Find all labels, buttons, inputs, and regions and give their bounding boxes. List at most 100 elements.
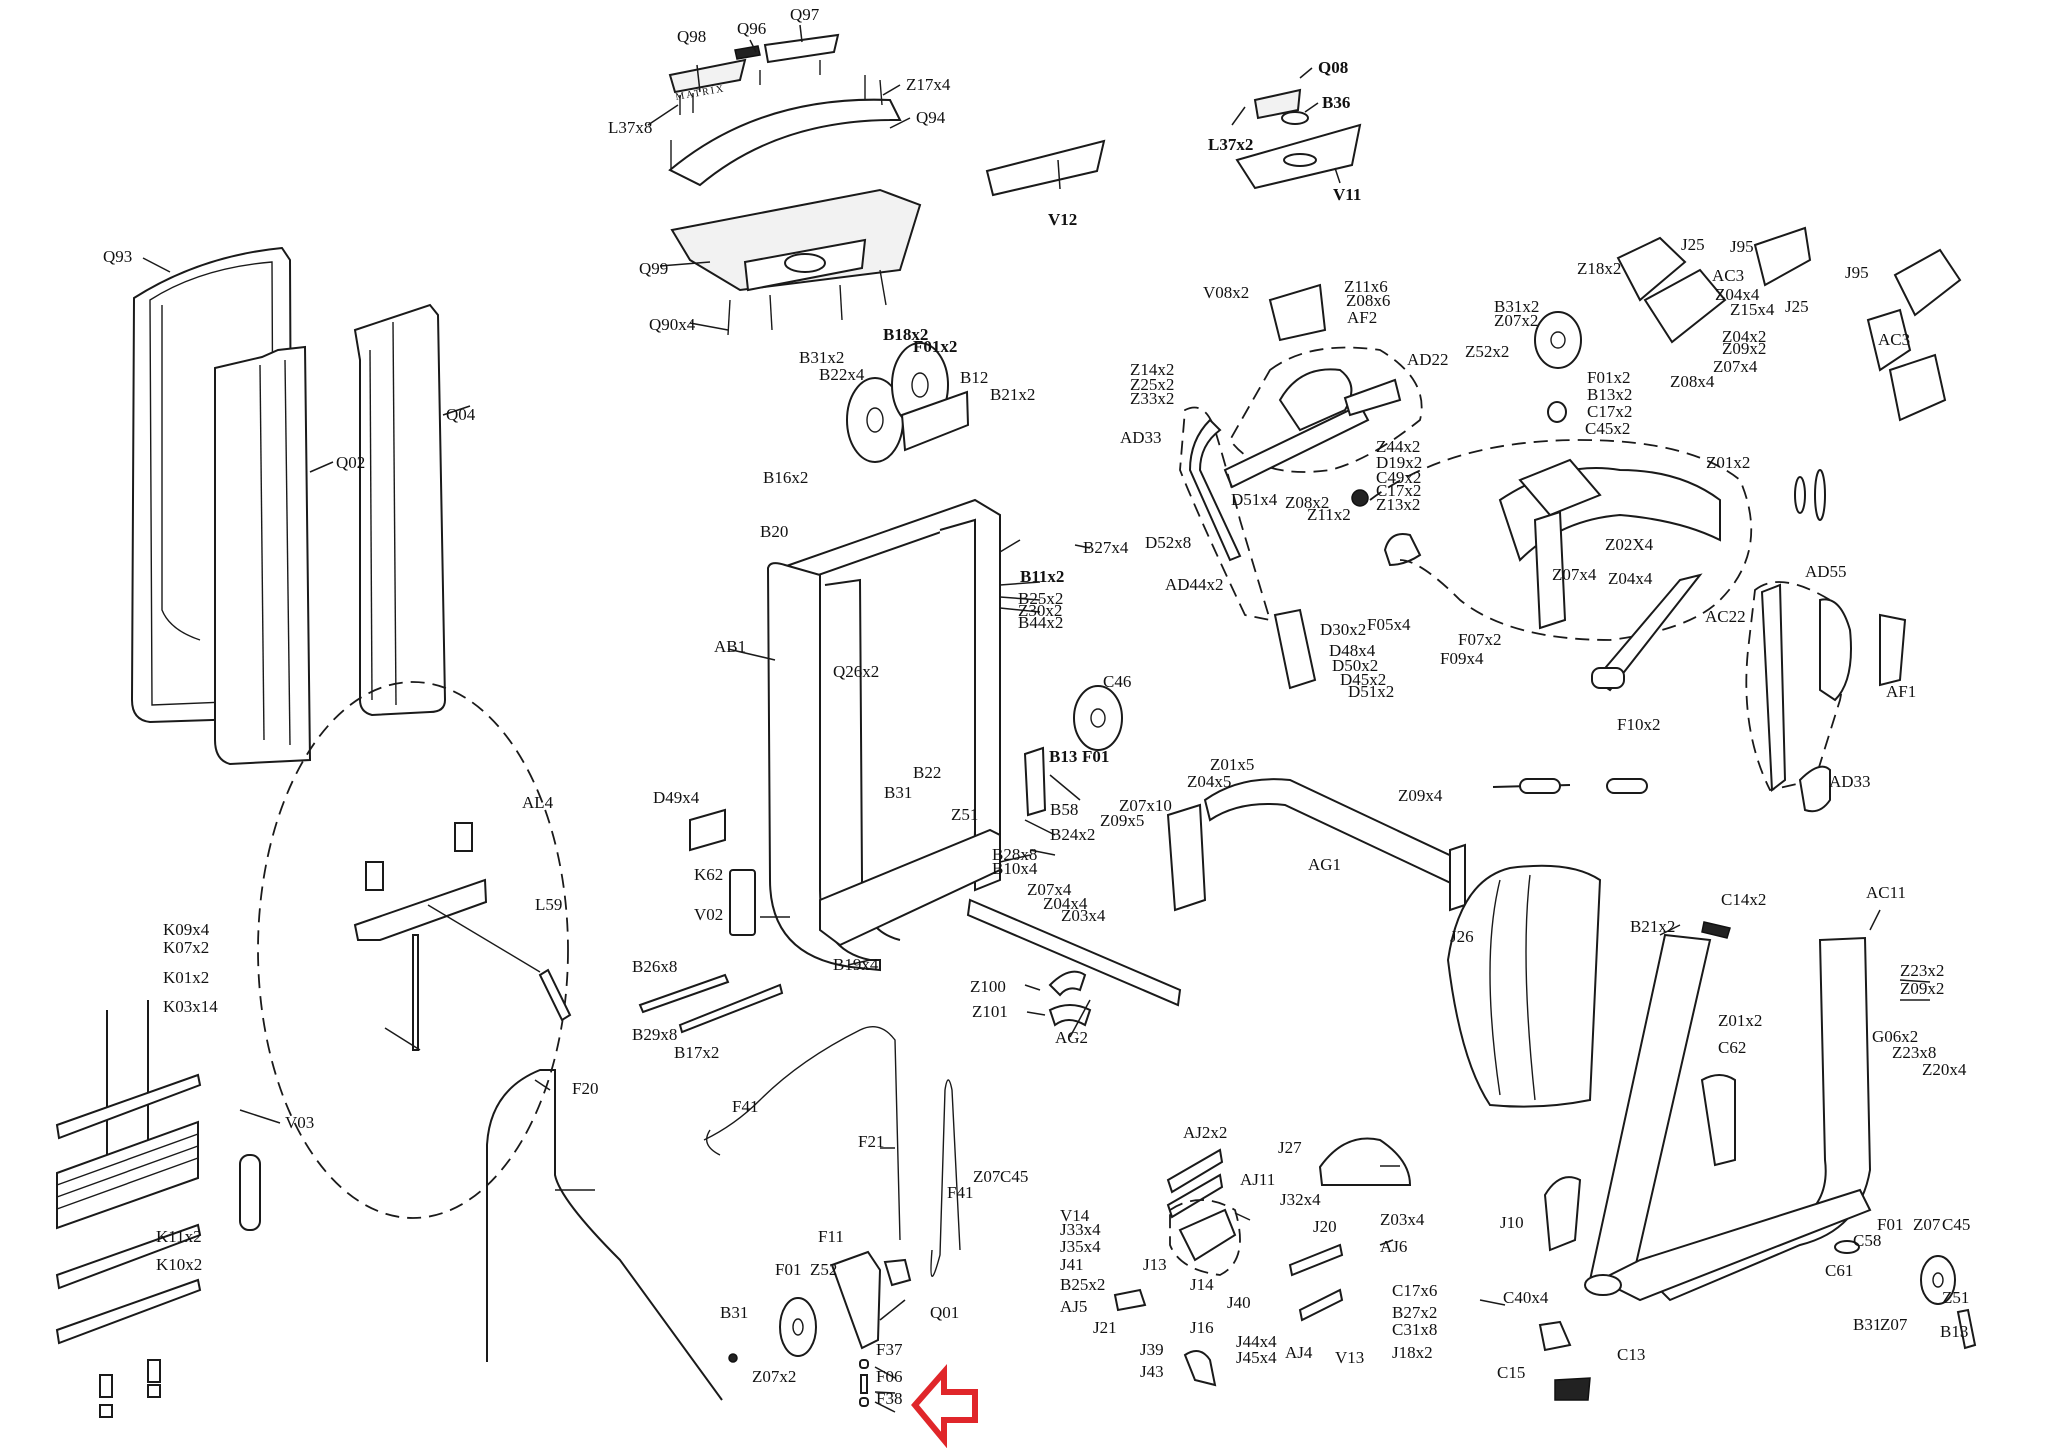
label-d19x2: D19x2	[1376, 453, 1422, 472]
label-z13x2: Z13x2	[1376, 495, 1420, 514]
label-b24x2: B24x2	[1050, 825, 1095, 844]
label-z07x4-frame: Z07x4	[1027, 880, 1072, 899]
label-z09x4: Z09x4	[1398, 786, 1443, 805]
label-af2: AF2	[1347, 308, 1377, 327]
label-z01x2-rear: Z01x2	[1706, 453, 1750, 472]
label-d48x4: D48x4	[1329, 641, 1376, 660]
label-f41-right: F41	[947, 1183, 973, 1202]
label-j95-left: J95	[1730, 237, 1754, 256]
label-b58: B58	[1050, 800, 1078, 819]
label-z11x6: Z11x6	[1344, 277, 1388, 296]
label-f10x2: F10x2	[1617, 715, 1660, 734]
label-ad55: AD55	[1805, 562, 1847, 581]
label-z23x2: Z23x2	[1900, 961, 1944, 980]
label-b18x2: B18x2	[883, 325, 928, 344]
shroud-group	[130, 246, 447, 766]
label-b21x2-seat: B21x2	[1630, 917, 1675, 936]
label-z101: Z101	[972, 1002, 1008, 1021]
highlight-arrow	[911, 1364, 978, 1448]
label-z52: Z52	[810, 1260, 837, 1279]
label-v03: V03	[285, 1113, 314, 1132]
pulley-bracket-group	[728, 1250, 912, 1407]
label-q04: Q04	[446, 405, 476, 424]
label-v02: V02	[694, 905, 723, 924]
label-f38: F38	[876, 1389, 902, 1408]
label-b13-seat: B13	[1940, 1322, 1968, 1341]
label-z07-seat-bottom: Z07	[1880, 1315, 1908, 1334]
label-z03x4-frame: Z03x4	[1061, 906, 1106, 925]
label-aj2x2: AJ2x2	[1183, 1123, 1227, 1142]
arm-assembly-group	[1179, 283, 1423, 690]
label-d50x2: D50x2	[1332, 656, 1378, 675]
label-b44x2: B44x2	[1018, 613, 1063, 632]
label-f21: F21	[858, 1132, 884, 1151]
label-c17x2-arm: C17x2	[1376, 481, 1421, 500]
label-aj6: AJ6	[1380, 1237, 1407, 1256]
label-v13: V13	[1335, 1348, 1364, 1367]
label-f01x2-rear: F01x2	[1587, 368, 1630, 387]
label-b27x4: B27x4	[1083, 538, 1129, 557]
label-d49x4: D49x4	[653, 788, 700, 807]
label-c40x4: C40x4	[1503, 1288, 1549, 1307]
label-z07x10: Z07x10	[1119, 796, 1172, 815]
label-b31x2: B31x2	[799, 348, 844, 367]
label-j14: J14	[1190, 1275, 1214, 1294]
leader-lines	[142, 24, 1931, 1413]
label-c45x2: C45x2	[1585, 419, 1630, 438]
label-z25x2: Z25x2	[1130, 375, 1174, 394]
label-v08x2: V08x2	[1203, 283, 1249, 302]
console-group: MATRIX	[668, 33, 922, 336]
label-j35x4: J35x4	[1060, 1237, 1101, 1256]
label-b19x4: B19x4	[833, 955, 879, 974]
seat-frame-group	[1446, 864, 1977, 1401]
label-b13: B13	[1049, 747, 1077, 766]
label-j95-right: J95	[1845, 263, 1869, 282]
label-j40: J40	[1227, 1293, 1251, 1312]
label-f11: F11	[818, 1227, 844, 1246]
label-z08x4: Z08x4	[1670, 372, 1715, 391]
label-z07-cable: Z07	[973, 1167, 1001, 1186]
label-z04x5: Z04x5	[1187, 772, 1231, 791]
label-j44x4: J44x4	[1236, 1332, 1277, 1351]
label-af1: AF1	[1886, 682, 1916, 701]
label-z04x4-pad: Z04x4	[1715, 285, 1760, 304]
label-j43: J43	[1140, 1362, 1164, 1381]
label-v14: V14	[1060, 1206, 1090, 1225]
label-z14x2: Z14x2	[1130, 360, 1174, 379]
label-c17x6: C17x6	[1392, 1281, 1437, 1300]
label-j27: J27	[1278, 1138, 1302, 1157]
label-d30x2: D30x2	[1320, 620, 1366, 639]
label-z07-seat-top: Z07	[1913, 1215, 1941, 1234]
label-b12: B12	[960, 368, 988, 387]
label-z07x4-rear: Z07x4	[1552, 565, 1597, 584]
label-q93: Q93	[103, 247, 132, 266]
pads-group	[1616, 226, 1962, 422]
label-f06: F06	[876, 1367, 902, 1386]
label-z09x2-pad: Z09x2	[1722, 339, 1766, 358]
seat-carriage-group	[1113, 1137, 1412, 1387]
label-f01-bracket: F01	[775, 1260, 801, 1279]
label-b20: B20	[760, 522, 788, 541]
label-l37x8: L37x8	[608, 118, 652, 137]
label-c61: C61	[1825, 1261, 1853, 1280]
label-al4: AL4	[522, 793, 554, 812]
label-z04x2: Z04x2	[1722, 327, 1766, 346]
label-f37: F37	[876, 1340, 903, 1359]
label-b31x2-rear: B31x2	[1494, 297, 1539, 316]
label-b31-seat: B31	[1853, 1315, 1881, 1334]
front-arm-group	[1166, 778, 1466, 912]
label-ad33-rear: AD33	[1829, 772, 1871, 791]
label-z51-seat: Z51	[1942, 1288, 1969, 1307]
label-ac22: AC22	[1705, 607, 1746, 626]
label-b16x2: B16x2	[763, 468, 808, 487]
label-q02: Q02	[336, 453, 365, 472]
label-b10x4: B10x4	[992, 859, 1038, 878]
label-c45-seat: C45	[1942, 1215, 1970, 1234]
label-z07x2-rear: Z07x2	[1494, 311, 1538, 330]
label-z33x2: Z33x2	[1130, 389, 1174, 408]
selector-group	[257, 681, 572, 1219]
label-aj4: AJ4	[1285, 1343, 1313, 1362]
main-frame-group	[638, 342, 1182, 1034]
label-b11x2: B11x2	[1020, 567, 1064, 586]
label-j25-right: J25	[1785, 297, 1809, 316]
